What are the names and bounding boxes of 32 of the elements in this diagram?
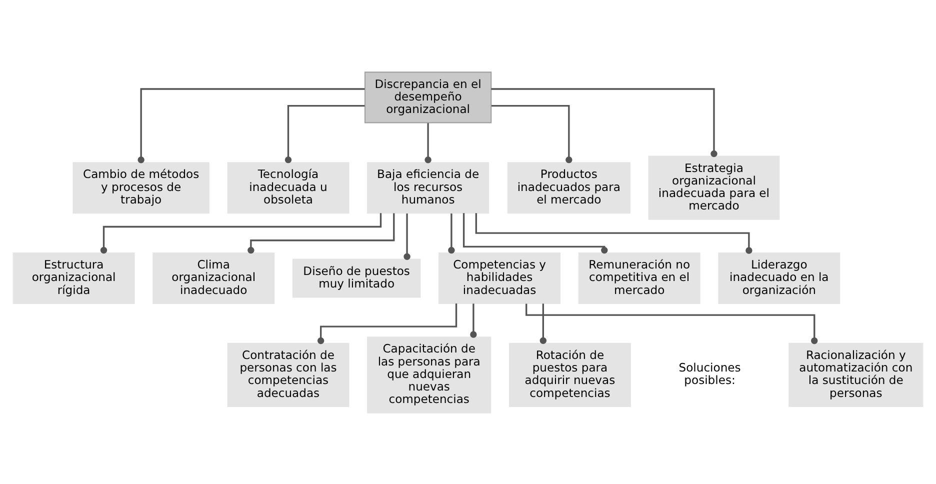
connector — [424, 122, 432, 163]
node-box: Racionalización y automatización con la sustitución de personas — [788, 342, 924, 407]
connector — [491, 104, 572, 163]
connector — [448, 213, 455, 254]
node-box: Tecnología inadecuada u obsoleta — [227, 162, 350, 214]
connector — [526, 303, 818, 344]
node-box: Estrategia organizacional inadecuada para el mercado — [648, 155, 780, 220]
node-box: Competencias y habilidades inadecuadas — [438, 252, 560, 304]
node-box: Clima organizacional inadecuado — [152, 252, 275, 304]
node-box: Cambio de métodos y procesos de trabajo — [72, 162, 210, 214]
node-box: Remuneración no competitiva en el mercado — [578, 252, 700, 304]
node-box: Productos inadecuados para el mercado — [507, 162, 630, 214]
connector — [491, 88, 718, 157]
node-box: Diseño de puestos muy limitado — [292, 258, 421, 298]
connector — [284, 104, 365, 163]
connector — [404, 213, 410, 260]
connector — [470, 303, 477, 338]
connector — [100, 212, 382, 254]
node-box: Capacitación de las personas para que adquieran nuevas competencias — [367, 336, 492, 413]
connector — [138, 88, 365, 163]
node-box: Rotación de puestos para adquirir nuevas competencias — [509, 342, 631, 407]
node-box: Contratación de personas con las competencias adecuadas — [227, 342, 350, 407]
node-box: Estructura organizacional rígida — [12, 252, 135, 304]
label: Soluciones posibles: — [678, 360, 741, 387]
connector — [248, 212, 395, 254]
node-box: Discrepancia en el desempeño organizacional — [364, 71, 492, 123]
node-box: Liderazgo inadecuado en la organización — [718, 252, 840, 304]
connector — [475, 212, 752, 254]
connector — [317, 303, 458, 344]
connector — [462, 212, 608, 254]
node-box: Baja eficiencia de los recursos humanos — [367, 162, 490, 214]
connector — [540, 303, 547, 344]
